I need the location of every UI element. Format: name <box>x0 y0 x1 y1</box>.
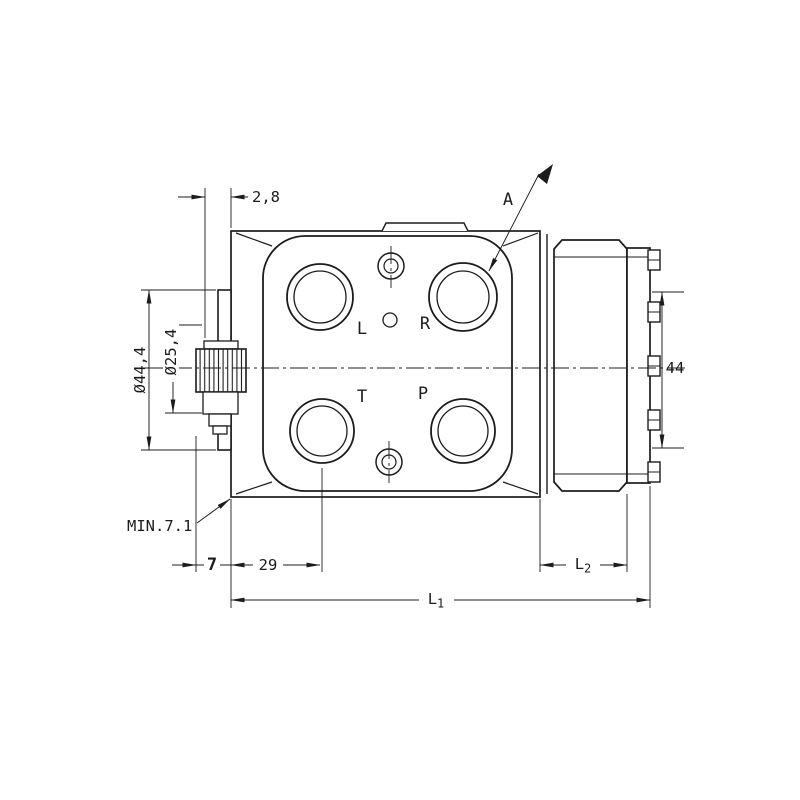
dimension-shaft-dia: Ø25,4 <box>162 322 180 414</box>
port-t-inner <box>296 405 348 457</box>
port-label-p: P <box>418 384 428 404</box>
dim-shaft-dia-label: Ø25,4 <box>162 329 180 376</box>
port-label-t: T <box>357 387 367 407</box>
splined-shaft <box>195 348 247 393</box>
front-plate <box>262 235 513 492</box>
top-boss <box>381 222 469 232</box>
dim-l2-label: L2 <box>575 555 592 576</box>
port-p-inner <box>437 405 489 457</box>
section-callout-a: A <box>488 164 553 272</box>
dimension-flange-dia: Ø44,4 <box>131 289 152 451</box>
pilot-hole <box>382 312 398 328</box>
port-p-outer <box>430 398 496 464</box>
dim-29-label: 29 <box>259 556 278 574</box>
dim-44-label: 44 <box>666 359 685 377</box>
gerotor-section <box>546 234 661 494</box>
port-label-l: L <box>357 319 367 339</box>
dimension-44: 44 <box>659 291 685 449</box>
dimension-7-29: 7 29 <box>172 555 321 575</box>
dimension-l2: L2 <box>539 554 628 576</box>
note-min-engagement: MIN.7.1 <box>127 498 231 535</box>
port-label-r: R <box>420 314 431 334</box>
port-r-outer <box>428 262 498 332</box>
dim-2-8-label: 2,8 <box>252 188 280 206</box>
centerlines <box>145 246 688 483</box>
dimension-2-8: 2,8 <box>178 188 280 206</box>
min-note-label: MIN.7.1 <box>127 517 192 535</box>
dimensions: 2,8 Ø44,4 Ø25,4 44 7 <box>127 164 684 611</box>
mounting-bolts <box>647 249 661 483</box>
gerotor-housing <box>553 239 628 492</box>
dim-l1-label: L1 <box>428 590 445 611</box>
port-l-inner <box>293 270 347 324</box>
input-shaft <box>195 289 247 451</box>
dimension-l1: L1 <box>230 589 651 611</box>
dim-7-label: 7 <box>207 555 217 575</box>
port-r-inner <box>436 270 490 324</box>
port-l-outer <box>286 263 354 331</box>
end-cap <box>626 247 651 484</box>
dim-flange-dia-label: Ø44,4 <box>131 347 149 394</box>
section-flag <box>537 164 553 184</box>
section-label-a: A <box>503 190 513 210</box>
port-t-outer <box>289 398 355 464</box>
